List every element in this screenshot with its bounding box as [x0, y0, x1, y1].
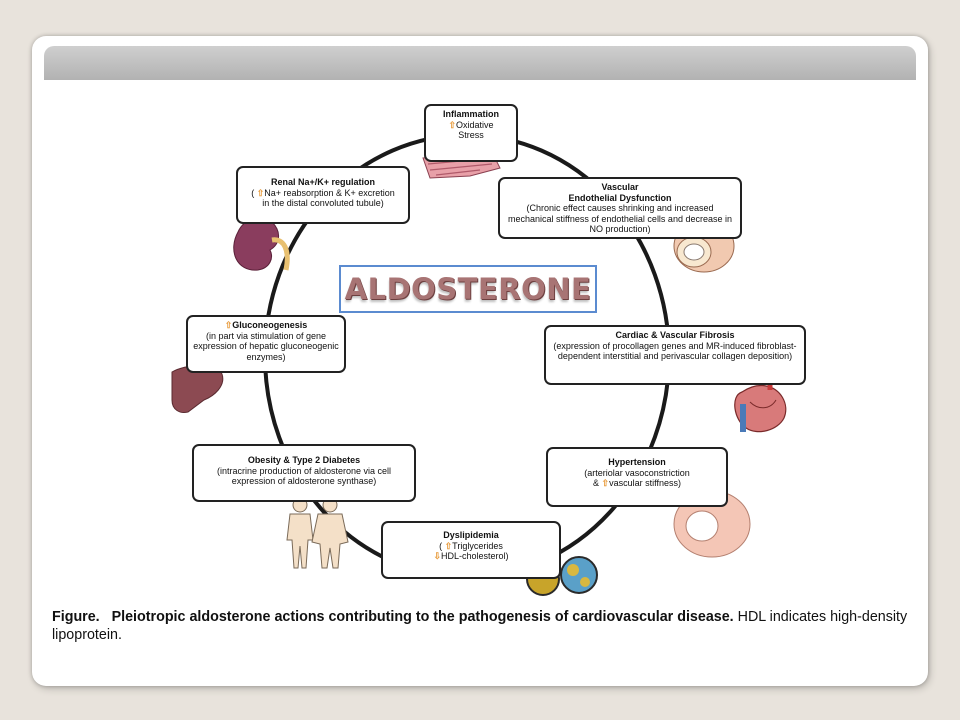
- down-arrow-icon: ⇩: [433, 551, 441, 561]
- slide-header-bar: [44, 46, 916, 80]
- up-arrow-icon: ⇧: [444, 540, 453, 551]
- node-renal-regulation: Renal Na+/K+ regulation ( ⇧Na+ reabsorpt…: [236, 166, 410, 224]
- up-arrow-icon: ⇧: [601, 478, 610, 488]
- figure-caption: Figure. Pleiotropic aldosterone actions …: [52, 609, 908, 643]
- node-gluconeogenesis: ⇧Gluconeogenesis (in part via stimulatio…: [186, 315, 346, 373]
- node-cardiac-vascular-fibrosis: Cardiac & Vascular Fibrosis (expression …: [544, 325, 806, 385]
- human-figures-icon: [286, 497, 349, 569]
- node-inflammation: Inflammation ⇧Oxidative Stress: [424, 104, 518, 162]
- vessel-tube-icon: [673, 490, 751, 558]
- kidney-icon: [233, 216, 290, 271]
- up-arrow-icon: ⇧: [256, 187, 265, 198]
- up-arrow-icon: ⇧: [224, 320, 233, 330]
- node-obesity-type2-diabetes: Obesity & Type 2 Diabetes (intracrine pr…: [192, 444, 416, 502]
- node-dyslipidemia: Dyslipidemia ( ⇧Triglycerides ⇩HDL-chole…: [381, 521, 561, 579]
- up-arrow-icon: ⇧: [448, 119, 456, 130]
- aldosterone-label: ALDOSTERONE: [339, 265, 597, 313]
- node-vascular-endothelial-dysfunction: Vascular Endothelial Dysfunction (Chroni…: [498, 177, 742, 239]
- node-hypertension: Hypertension (arteriolar vasoconstrictio…: [546, 447, 728, 507]
